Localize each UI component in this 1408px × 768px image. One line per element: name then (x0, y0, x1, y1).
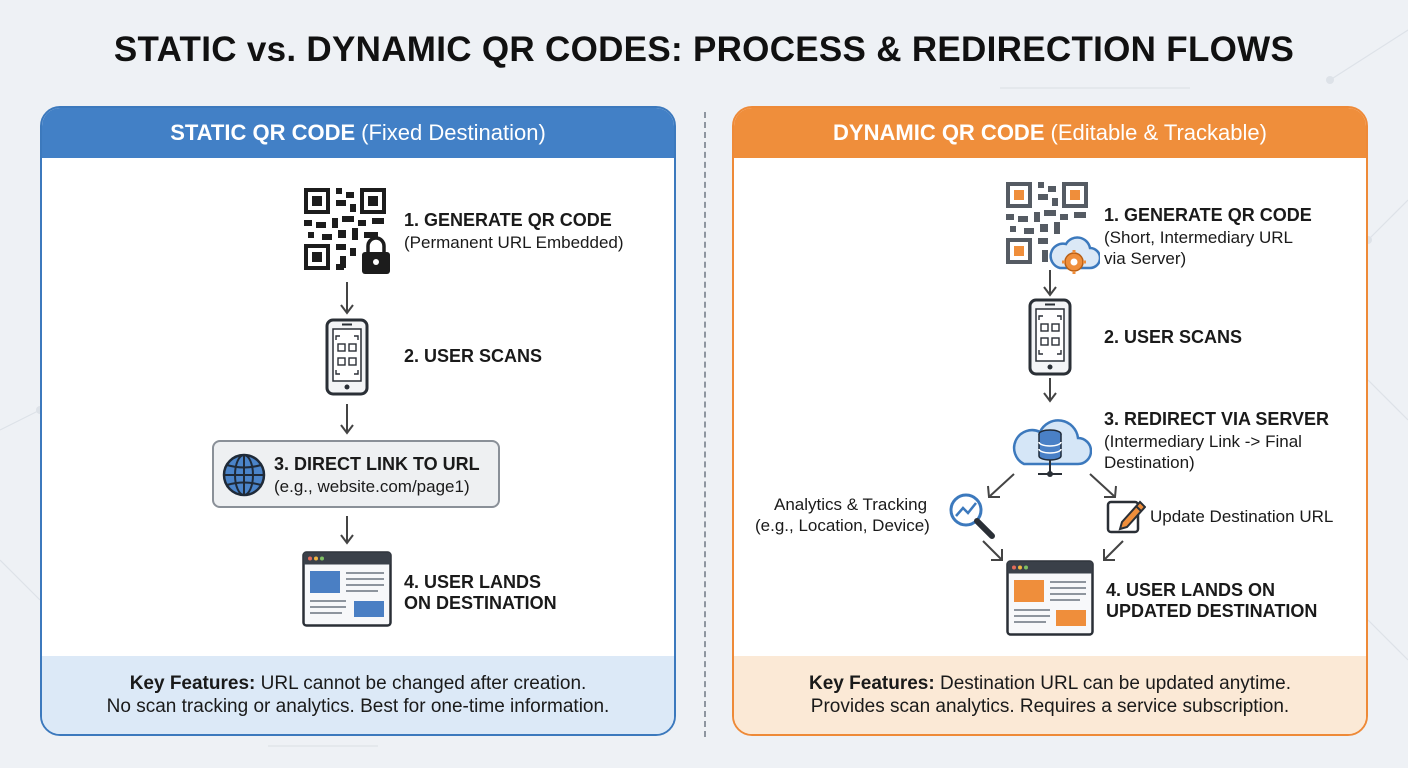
qr-code-cloud-gear-icon (1004, 180, 1100, 276)
edit-pencil-icon (1106, 496, 1146, 536)
browser-window-icon (302, 551, 392, 627)
arrow-down-icon (340, 404, 354, 436)
dynamic-header-subtitle: (Editable & Trackable) (1050, 120, 1267, 145)
arrow-down-icon (1043, 270, 1057, 298)
dynamic-step4-title-line1: 4. USER LANDS ON (1106, 580, 1276, 600)
globe-icon (222, 453, 266, 497)
analytics-label-line1: Analytics & Tracking (774, 495, 928, 514)
analytics-magnifier-icon (948, 492, 996, 540)
smartphone-scan-icon (1028, 298, 1072, 376)
static-header-title: STATIC QR CODE (170, 120, 356, 145)
static-step1-subtitle: (Permanent URL Embedded) (404, 233, 624, 252)
arrow-down-right-icon (1086, 472, 1120, 502)
dynamic-qr-panel: DYNAMIC QR CODE (Editable & Trackable) (732, 106, 1368, 736)
update-destination-label: Update Destination URL (1150, 507, 1334, 526)
arrow-down-icon (1043, 378, 1057, 404)
static-panel-header: STATIC QR CODE (Fixed Destination) (42, 108, 674, 158)
dynamic-panel-header: DYNAMIC QR CODE (Editable & Trackable) (734, 108, 1366, 158)
dynamic-step1-subtitle-line2: via Server) (1104, 249, 1187, 268)
dynamic-footer-text2: Provides scan analytics. Requires a serv… (810, 696, 1290, 717)
dynamic-footer-label: Key Features: (809, 673, 935, 694)
arrow-down-right-icon (980, 538, 1006, 564)
smartphone-scan-icon (325, 318, 369, 396)
static-step1-title: 1. GENERATE QR CODE (404, 210, 612, 230)
static-footer-label: Key Features: (129, 673, 256, 694)
arrow-down-icon (340, 282, 354, 316)
cloud-database-icon (1010, 404, 1092, 482)
static-step4-title-line2: ON DESTINATION (404, 593, 557, 613)
arrow-down-left-icon (984, 472, 1018, 502)
static-key-features: Key Features: URL cannot be changed afte… (42, 656, 674, 734)
arrow-down-icon (340, 516, 354, 546)
static-step2-title: 2. USER SCANS (404, 346, 543, 366)
dynamic-step1-subtitle-line1: (Short, Intermediary URL (1104, 228, 1293, 247)
static-step3-title: 3. DIRECT LINK TO URL (274, 454, 480, 474)
dynamic-footer-line1: Key Features: Destination URL can be upd… (809, 672, 1291, 695)
dynamic-step2-title: 2. USER SCANS (1104, 327, 1243, 347)
static-footer-text1: URL cannot be changed after creation. (260, 673, 587, 694)
static-qr-panel: STATIC QR CODE (Fixed Destination) (40, 106, 676, 736)
qr-code-lock-icon (302, 186, 394, 278)
dynamic-footer-text1: Destination URL can be updated anytime. (939, 673, 1291, 694)
panel-divider (704, 112, 706, 737)
dynamic-step3-subtitle-line1: (Intermediary Link -> Final (1104, 432, 1302, 451)
static-header-subtitle: (Fixed Destination) (361, 120, 546, 145)
dynamic-key-features: Key Features: Destination URL can be upd… (734, 656, 1366, 734)
arrow-down-left-icon (1100, 538, 1126, 564)
static-step4-title-line1: 4. USER LANDS (404, 572, 542, 592)
dynamic-step4-title-line2: UPDATED DESTINATION (1106, 601, 1318, 621)
dynamic-step3-title: 3. REDIRECT VIA SERVER (1104, 409, 1330, 429)
browser-window-icon (1006, 560, 1094, 636)
static-footer-line1: Key Features: URL cannot be changed afte… (130, 672, 587, 695)
static-step3-subtitle: (e.g., website.com/page1) (274, 477, 470, 496)
page-title: STATIC vs. DYNAMIC QR CODES: PROCESS & R… (113, 30, 1295, 69)
static-footer-text2: No scan tracking or analytics. Best for … (106, 696, 610, 717)
analytics-label-line2: (e.g., Location, Device) (755, 516, 930, 535)
dynamic-step1-title: 1. GENERATE QR CODE (1104, 205, 1312, 225)
dynamic-step3-subtitle-line2: Destination) (1104, 453, 1195, 472)
dynamic-header-title: DYNAMIC QR CODE (833, 120, 1045, 145)
